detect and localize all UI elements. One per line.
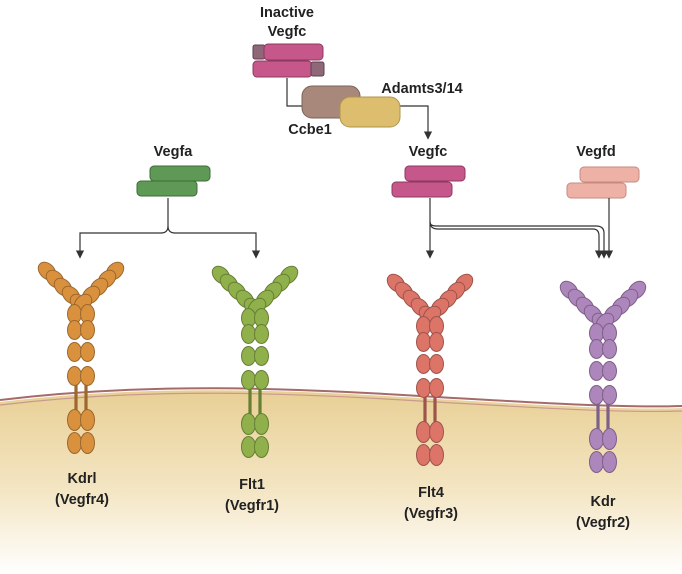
vegfa-ligand (136, 165, 211, 197)
kdrl-stem-domain (80, 366, 95, 386)
flt1-label: Flt1 (239, 477, 265, 493)
inactive-vegfc-label-line1: Inactive (260, 5, 314, 21)
kdrl-kinase-domain (80, 409, 95, 431)
kdr-transmembrane (606, 404, 610, 432)
kdrl-transmembrane (84, 385, 88, 413)
kdr-receptor (559, 280, 647, 473)
kdr-stem-domain (602, 385, 617, 405)
kdrl-receptor (37, 261, 125, 454)
flt1-transmembrane (248, 389, 252, 417)
binding-arrows (75, 198, 614, 259)
flt4-kinase-domain (416, 421, 431, 443)
adamts-label: Adamts3/14 (381, 81, 462, 97)
kdrl-kinase-domain (67, 432, 82, 454)
kdrl-transmembrane (74, 385, 78, 413)
kdrl-stem-domain (67, 342, 82, 362)
flt1-stem-domain (241, 370, 256, 390)
vegfc-ligand (391, 165, 466, 198)
flt4-subtitle: (Vegfr3) (404, 506, 458, 522)
flt4-stem-domain (429, 378, 444, 398)
flt4-stem-domain (416, 354, 431, 374)
flt1-kinase-domain (254, 413, 269, 435)
flt1-subtitle: (Vegfr1) (225, 498, 279, 514)
flt1-receptor (211, 265, 299, 458)
flt1-kinase-domain (254, 436, 269, 458)
kdrl-label: Kdrl (68, 471, 97, 487)
vegfd-label: Vegfd (576, 144, 615, 160)
flt4-kinase-domain (429, 421, 444, 443)
kdr-stem-domain (589, 385, 604, 405)
flt1-transmembrane (258, 389, 262, 417)
flt4-kinase-domain (416, 444, 431, 466)
flt4-transmembrane (433, 397, 437, 425)
kdr-stem-domain (589, 339, 604, 359)
flt4-stem-domain (429, 354, 444, 374)
kdr-kinase-domain (589, 428, 604, 450)
flt4-stem-domain (429, 332, 444, 352)
adamts-protein (339, 96, 401, 128)
inactive-vegfc (252, 43, 325, 78)
flt1-stem-domain (241, 346, 256, 366)
kdr-kinase-domain (589, 451, 604, 473)
kdrl-kinase-domain (67, 409, 82, 431)
flt4-receptor (386, 273, 474, 466)
kdrl-stem-domain (67, 366, 82, 386)
flt4-transmembrane (423, 397, 427, 425)
kdr-stem-domain (589, 361, 604, 381)
flt4-label: Flt4 (418, 485, 444, 501)
flt4-stem-domain (416, 378, 431, 398)
vegfa-label: Vegfa (154, 144, 194, 160)
flt1-stem-domain (241, 324, 256, 344)
kdrl-kinase-domain (80, 432, 95, 454)
vegfd-ligand (566, 166, 640, 199)
kdrl-subtitle: (Vegfr4) (55, 492, 109, 508)
flt1-kinase-domain (241, 413, 256, 435)
kdr-stem-domain (602, 361, 617, 381)
flt1-kinase-domain (241, 436, 256, 458)
flt1-stem-domain (254, 370, 269, 390)
receptors (37, 261, 647, 473)
kdr-stem-domain (602, 339, 617, 359)
flt4-kinase-domain (429, 444, 444, 466)
cytoplasm (0, 390, 682, 574)
kdr-subtitle: (Vegfr2) (576, 515, 630, 531)
kdrl-stem-domain (80, 342, 95, 362)
flt1-stem-domain (254, 346, 269, 366)
kdr-kinase-domain (602, 451, 617, 473)
kdr-kinase-domain (602, 428, 617, 450)
kdr-transmembrane (596, 404, 600, 432)
inactive-vegfc-label-line2: Vegfc (268, 24, 307, 40)
vegfc-label: Vegfc (409, 144, 448, 160)
flt4-stem-domain (416, 332, 431, 352)
flt1-stem-domain (254, 324, 269, 344)
kdr-label: Kdr (591, 494, 616, 510)
ccbe1-label: Ccbe1 (288, 122, 332, 138)
kdrl-stem-domain (80, 320, 95, 340)
kdrl-stem-domain (67, 320, 82, 340)
